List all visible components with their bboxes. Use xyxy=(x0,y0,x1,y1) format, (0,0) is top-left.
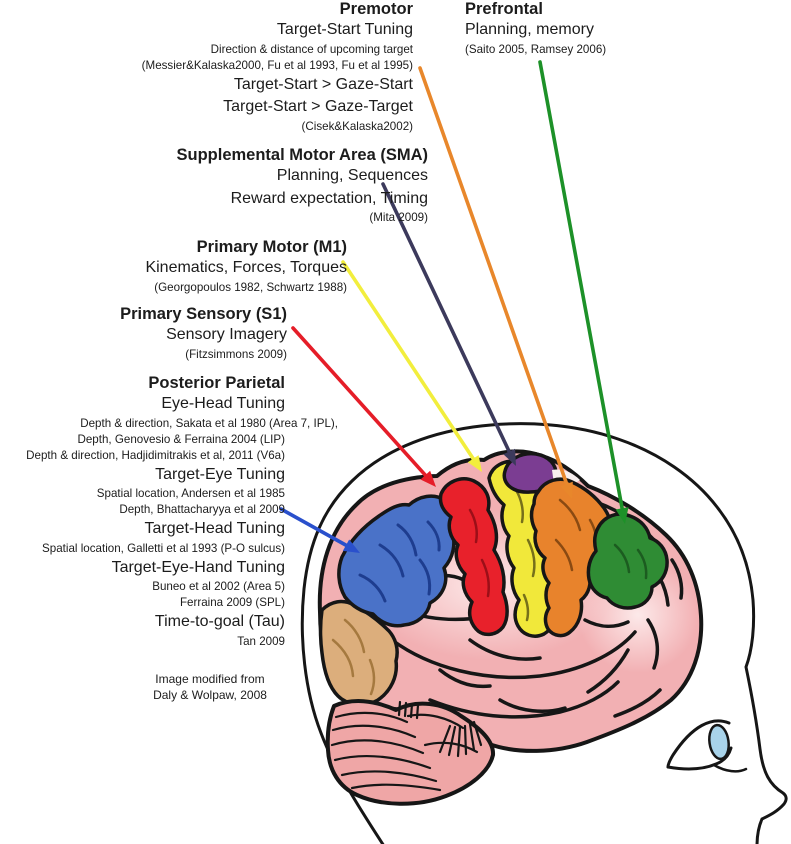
annotation-line: Ferraina 2009 (SPL) xyxy=(179,596,285,609)
annotation-line: Kinematics, Forces, Torques xyxy=(145,259,347,276)
annotation-line: Spatial location, Andersen et al 1985 xyxy=(96,487,285,500)
prefrontal-sulci xyxy=(613,543,648,580)
annotation-line: (Messier&Kalaska2000, Fu et al 1993, Fu … xyxy=(141,58,413,72)
annotation-line: Spatial location, Galletti et al 1993 (P… xyxy=(42,541,285,555)
credit-line: Image modified from xyxy=(155,672,265,686)
annotation-line: Target-Eye-Hand Tuning xyxy=(111,558,285,576)
arrow-premotor-shaft xyxy=(418,66,571,492)
arrow-posterior-parietal-head xyxy=(342,539,360,553)
annotation-line: Target-Start > Gaze-Target xyxy=(223,98,413,115)
eye-corner-flick xyxy=(712,763,748,773)
posterior-parietal-sulci xyxy=(358,520,441,603)
arrow-primary-motor-head xyxy=(467,455,482,472)
region-premotor xyxy=(529,477,614,638)
cerebellum xyxy=(325,699,495,806)
annotation-line: Tan 2009 xyxy=(237,634,285,648)
sma-heading: Supplemental Motor Area (SMA) xyxy=(176,146,429,164)
arrow-primary-motor-shaft xyxy=(341,260,479,466)
annotation-line: Target-Head Tuning xyxy=(144,520,285,537)
annotation-line: Depth, Bhattacharyya et al 2009 xyxy=(119,503,285,516)
arrow-prefrontal-shaft xyxy=(538,60,625,516)
premotor-heading: Premotor xyxy=(339,0,413,18)
annotation-line: Depth & direction, Hadjidimitrakis et al… xyxy=(26,448,285,462)
arrow-premotor-head xyxy=(560,481,573,499)
annotation-line: (Mita 2009) xyxy=(369,211,428,224)
annotation-line: Planning, Sequences xyxy=(276,167,428,184)
m1-sulci xyxy=(514,488,536,622)
s1-sulci xyxy=(468,508,490,598)
annotation-line: Time-to-goal (Tau) xyxy=(154,613,285,630)
eye-upper-lid xyxy=(666,719,731,769)
annotation-line: Target-Eye Tuning xyxy=(155,465,285,483)
region-primary-sensory-s1 xyxy=(438,477,509,637)
annotation-line: Depth & direction, Sakata et al 1980 (Ar… xyxy=(80,416,338,430)
annotation-line: (Fitzsimmons 2009) xyxy=(185,347,287,361)
cerebellum-stripes xyxy=(330,700,483,792)
annotation-line: Reward expectation, Timing xyxy=(230,189,428,207)
arrow-primary-sensory-shaft xyxy=(291,326,432,482)
prefrontal-heading: Prefrontal xyxy=(465,0,543,18)
annotation-line: Direction & distance of upcoming target xyxy=(210,42,413,56)
annotation-line: Buneo et al 2002 (Area 5) xyxy=(152,580,285,593)
s1-heading: Primary Sensory (S1) xyxy=(120,305,287,323)
arrow-sma-head xyxy=(503,448,516,466)
annotation-line: Target-Start > Gaze-Start xyxy=(233,75,413,93)
annotation-posterior-parietal: Posterior Parietal Eye-Head Tuning Depth… xyxy=(26,374,338,650)
image-credit: Image modified from Daly & Wolpaw, 2008 xyxy=(120,671,300,703)
arrow-prefrontal-head xyxy=(615,507,629,524)
arrow-primary-sensory-head xyxy=(420,470,436,487)
annotation-m1: Primary Motor (M1) Kinematics, Forces, T… xyxy=(145,238,347,296)
eye-icon xyxy=(666,719,748,773)
arrow-posterior-parietal-shaft xyxy=(279,507,354,550)
annotation-line: Depth, Genovesio & Ferraina 2004 (LIP) xyxy=(77,432,285,446)
annotation-sma: Supplemental Motor Area (SMA) Planning, … xyxy=(177,146,429,226)
arrow-sma-shaft xyxy=(381,182,514,459)
annotation-line: Eye-Head Tuning xyxy=(161,395,285,412)
posterior-parietal-heading: Posterior Parietal xyxy=(148,374,285,392)
credit-line: Daly & Wolpaw, 2008 xyxy=(153,688,267,702)
arrows-layer xyxy=(279,60,629,553)
annotation-prefrontal: Prefrontal Planning, memory (Saito 2005,… xyxy=(465,0,606,58)
annotation-s1: Primary Sensory (S1) Sensory Imagery (Fi… xyxy=(120,305,287,363)
annotation-line: (Cisek&Kalaska2002) xyxy=(301,119,413,133)
occipital-sulci xyxy=(331,618,376,696)
m1-heading: Primary Motor (M1) xyxy=(196,238,347,256)
annotation-line: Target-Start Tuning xyxy=(276,21,413,38)
eye-iris xyxy=(708,723,730,761)
annotation-line: (Georgopoulos 1982, Schwartz 1988) xyxy=(154,280,347,294)
annotation-line: (Saito 2005, Ramsey 2006) xyxy=(465,42,607,56)
annotation-premotor: Premotor Target-Start Tuning Direction &… xyxy=(142,0,413,135)
eye-lower-lid xyxy=(666,746,733,771)
annotation-line: Planning, memory xyxy=(465,21,594,38)
annotation-line: Sensory Imagery xyxy=(166,326,287,343)
